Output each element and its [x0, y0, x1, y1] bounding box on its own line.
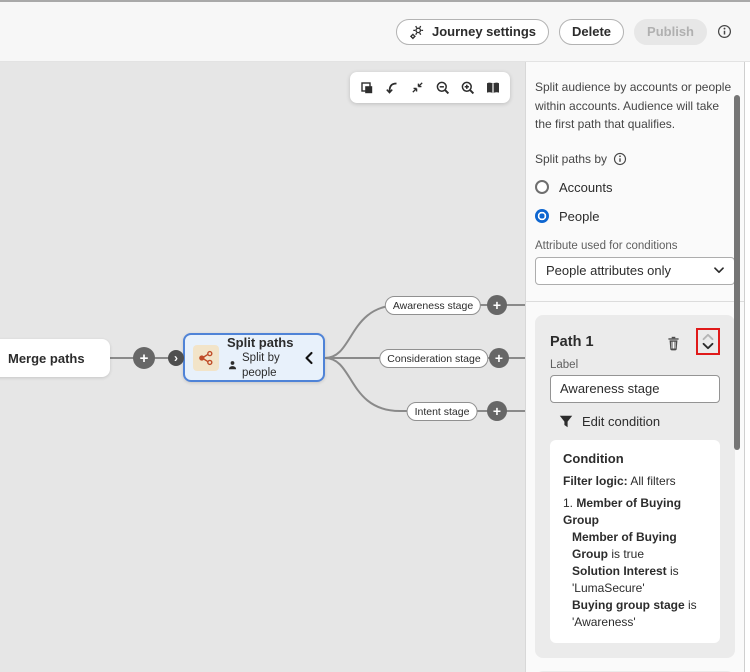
duplicate-icon: [359, 80, 375, 96]
delete-label: Delete: [572, 24, 612, 39]
add-node-button-branch-1[interactable]: +: [487, 295, 507, 315]
node-input-port[interactable]: ›: [168, 350, 184, 366]
split-share-icon: [198, 350, 214, 366]
branch-label-consideration[interactable]: Consideration stage: [379, 349, 489, 368]
window-scrollbar-track: [744, 62, 750, 672]
canvas-toolbar: [350, 72, 510, 103]
duplicate-button[interactable]: [356, 77, 378, 99]
split-node-text: Split paths Split by people: [227, 335, 295, 380]
chevron-down-icon: [714, 267, 724, 274]
publish-label: Publish: [647, 24, 694, 39]
add-node-button[interactable]: +: [133, 347, 155, 369]
edit-condition-label: Edit condition: [582, 413, 661, 429]
collapse-node-button[interactable]: [303, 351, 315, 365]
split-paths-by-label: Split paths by: [535, 151, 608, 166]
undo-arrow-icon: [384, 80, 400, 96]
move-path-up-button[interactable]: [702, 333, 714, 341]
path-label-caption: Label: [550, 358, 579, 371]
branch-label-intent[interactable]: Intent stage: [406, 402, 478, 421]
trash-icon: [665, 335, 682, 352]
filter-funnel-icon: [559, 415, 573, 428]
zoom-in-icon: [460, 80, 476, 96]
collapse-button[interactable]: [406, 77, 428, 99]
condition-title: Condition: [563, 450, 624, 466]
delete-path-button[interactable]: [663, 333, 684, 354]
plus-icon: +: [494, 350, 504, 366]
delete-button[interactable]: Delete: [559, 18, 625, 45]
chevron-left-icon: [303, 351, 315, 365]
plus-icon: +: [492, 403, 502, 419]
radio-accounts[interactable]: Accounts: [535, 180, 735, 195]
person-icon: [227, 360, 238, 371]
filter-logic-value: All filters: [630, 473, 676, 488]
path-card-1: Path 1: [535, 314, 735, 659]
plus-icon: +: [492, 297, 502, 313]
path-title: Path 1: [550, 333, 594, 350]
condition-summary-card: Condition Filter logic: All filters 1. M…: [550, 439, 720, 644]
radio-people[interactable]: People: [535, 209, 735, 224]
split-paths-node[interactable]: Split paths Split by people: [183, 333, 325, 382]
rule-line: Member of Buying Group is true: [572, 529, 677, 561]
merge-paths-label: Merge paths: [8, 350, 85, 366]
split-node-title: Split paths: [227, 335, 294, 350]
rule-line: Solution Interest is 'LumaSecure': [572, 563, 679, 595]
publish-button[interactable]: Publish: [634, 18, 707, 45]
add-node-button-branch-2[interactable]: +: [489, 348, 509, 368]
panel-intro-text: Split audience by accounts or people wit…: [535, 80, 732, 132]
move-path-down-button[interactable]: [702, 342, 714, 350]
map-view-button[interactable]: [482, 77, 504, 99]
attribute-caption: Attribute used for conditions: [535, 239, 678, 252]
filter-logic-label: Filter logic:: [563, 473, 628, 488]
journey-settings-button[interactable]: Journey settings: [395, 18, 550, 45]
attribute-dropdown-value: People attributes only: [546, 263, 672, 279]
section-divider: [526, 300, 744, 302]
zoom-out-button[interactable]: [432, 77, 454, 99]
collapse-arrows-icon: [410, 80, 425, 95]
chevron-right-icon: ›: [174, 351, 178, 365]
path-label-input[interactable]: [550, 374, 720, 403]
undo-button[interactable]: [381, 77, 403, 99]
annotation-highlight-reorder-1: [696, 327, 720, 355]
zoom-out-icon: [435, 80, 451, 96]
radio-circle-icon: [535, 180, 549, 195]
radio-people-label: People: [559, 208, 600, 224]
radio-accounts-label: Accounts: [559, 179, 613, 195]
split-config-panel: Split audience by accounts or people wit…: [525, 62, 744, 672]
split-node-subtitle: Split by people: [242, 352, 280, 379]
add-node-button-branch-3[interactable]: +: [487, 401, 507, 421]
main-area: Merge paths + ›: [0, 62, 750, 672]
edit-condition-button[interactable]: Edit condition: [559, 414, 660, 429]
top-bar: Journey settings Delete Publish: [0, 0, 750, 62]
branch-label-awareness[interactable]: Awareness stage: [384, 296, 482, 315]
branch-label-text: Intent stage: [414, 405, 470, 418]
plus-icon: +: [139, 349, 149, 367]
gear-icon: [409, 24, 425, 40]
branch-label-text: Consideration stage: [387, 352, 481, 365]
rule-group-title: 1. Member of Buying Group: [563, 495, 682, 527]
attribute-dropdown[interactable]: People attributes only: [535, 256, 735, 285]
info-icon[interactable]: [613, 152, 627, 166]
rule-line: Buying group stage is 'Awareness': [572, 597, 697, 629]
split-node-icon-tile: [193, 344, 219, 371]
open-book-icon: [485, 80, 501, 96]
branch-label-text: Awareness stage: [392, 299, 474, 312]
merge-paths-node[interactable]: Merge paths: [0, 339, 110, 377]
journey-settings-label: Journey settings: [431, 24, 537, 39]
radio-circle-checked-icon: [535, 209, 549, 224]
panel-scrollbar[interactable]: [734, 95, 740, 450]
info-icon[interactable]: [717, 24, 732, 39]
zoom-in-button[interactable]: [457, 77, 479, 99]
journey-canvas[interactable]: Merge paths + ›: [0, 62, 525, 672]
